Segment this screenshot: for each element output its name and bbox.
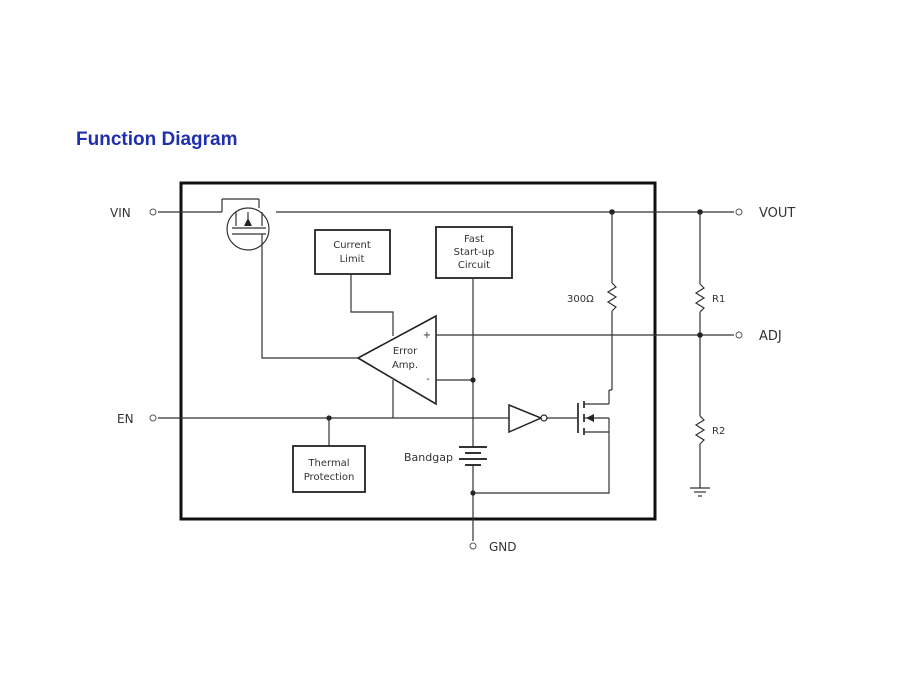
thermal-line2: Protection	[304, 472, 355, 483]
r1-label: R1	[712, 294, 725, 305]
r2-label: R2	[712, 426, 725, 437]
fast-startup-line1: Fast	[464, 234, 484, 245]
r-internal-label: 300Ω	[567, 294, 594, 305]
en-label: EN	[117, 412, 134, 426]
battery-icon	[459, 446, 487, 466]
resistor-icon	[694, 283, 706, 313]
adj-pin	[735, 331, 743, 339]
vout-pin	[735, 208, 743, 216]
pmos-transistor-icon	[221, 198, 270, 251]
fast-startup-line2: Start-up	[454, 247, 495, 258]
fast-startup-line3: Circuit	[458, 260, 490, 271]
resistor-icon	[606, 282, 618, 312]
vin-pin	[149, 208, 157, 216]
gate-drive-wire	[261, 250, 358, 359]
adj-label: ADJ	[759, 329, 782, 344]
thermal-line1: Thermal	[307, 458, 349, 469]
buffer-icon	[508, 403, 578, 434]
amp-plus-label: +	[423, 330, 431, 341]
amp-minus-label: -	[426, 374, 430, 385]
thermal-protection-block: Thermal Protection	[292, 445, 366, 493]
current-limit-line2: Limit	[340, 254, 365, 265]
ic-outline	[179, 181, 657, 521]
junction-dot	[697, 332, 703, 338]
error-amp-line2: Amp.	[392, 360, 418, 371]
gnd-pin	[469, 542, 477, 550]
fast-startup-block: Fast Start-up Circuit	[435, 226, 513, 279]
gnd-label: GND	[489, 540, 517, 554]
resistor-icon	[694, 415, 706, 445]
en-pin	[149, 414, 157, 422]
error-amp-line1: Error	[393, 346, 418, 357]
bandgap-label: Bandgap	[404, 451, 453, 464]
ground-icon	[690, 487, 710, 497]
error-amp-block: Error Amp. + -	[356, 314, 437, 406]
current-limit-line1: Current	[333, 240, 371, 251]
current-limit-block: Current Limit	[314, 229, 391, 275]
junction-dot	[470, 377, 476, 383]
page-title: Function Diagram	[76, 129, 238, 150]
current-limit-wire	[350, 274, 394, 336]
nmos-source-wire	[473, 437, 610, 494]
nmos-transistor-icon	[577, 390, 610, 437]
vout-label: VOUT	[759, 206, 795, 221]
vin-label: VIN	[110, 206, 131, 220]
